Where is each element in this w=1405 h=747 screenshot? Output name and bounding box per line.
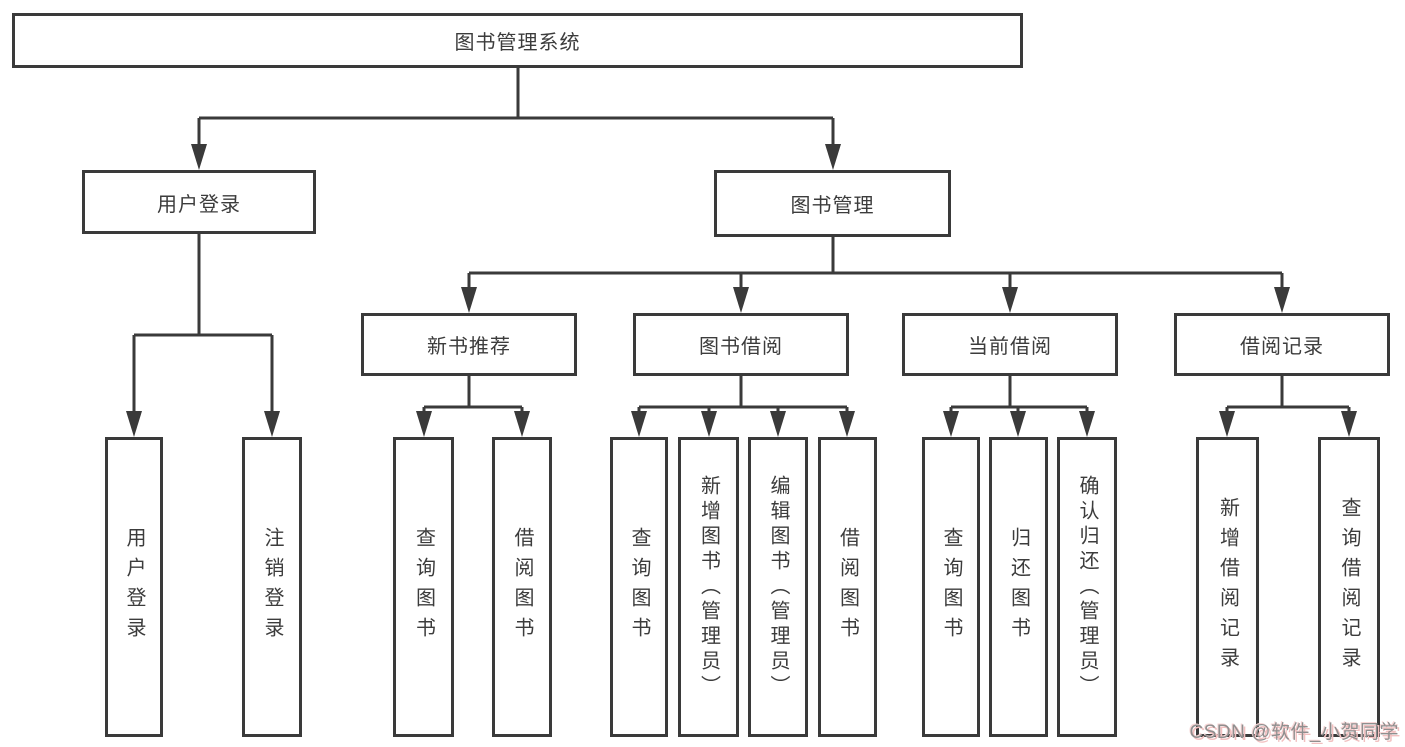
node-leaf-br-query-record: 查询借阅记录 (1318, 437, 1380, 737)
node-leaf-bb-add-books-admin-label: 新增图书（管理员） (697, 474, 720, 700)
node-user-login-label: 用户登录 (157, 193, 241, 216)
arrowheads (126, 144, 1357, 437)
node-leaf-bb-edit-books-admin-label: 编辑图书（管理员） (767, 474, 789, 700)
node-leaf-bb-edit-books-admin: 编辑图书（管理员） (748, 437, 808, 737)
node-leaf-user-login-label: 用户登录 (123, 527, 145, 647)
node-leaf-cb-return-books: 归还图书 (989, 437, 1048, 737)
node-leaf-cb-query-books: 查询图书 (922, 437, 980, 737)
node-new-book-recommend: 新书推荐 (361, 313, 577, 376)
node-leaf-user-login: 用户登录 (105, 437, 163, 737)
node-leaf-logout: 注销登录 (242, 437, 302, 737)
node-book-management-label: 图书管理 (790, 195, 875, 217)
node-leaf-nb-query-books: 查询图书 (393, 437, 454, 737)
node-leaf-cb-return-books-label: 归还图书 (1007, 527, 1030, 647)
node-book-borrowing-label: 图书借阅 (699, 336, 783, 358)
node-root-label: 图书管理系统 (454, 32, 581, 54)
node-leaf-nb-borrow-books: 借阅图书 (492, 437, 552, 737)
node-new-book-recommend-label: 新书推荐 (427, 336, 511, 358)
node-leaf-bb-query-books: 查询图书 (610, 437, 668, 737)
node-leaf-nb-borrow-books-label: 借阅图书 (511, 527, 533, 647)
node-leaf-cb-confirm-return-admin-label: 确认归还（管理员） (1076, 474, 1098, 700)
node-borrow-records: 借阅记录 (1174, 313, 1390, 376)
node-leaf-bb-add-books-admin: 新增图书（管理员） (678, 437, 739, 737)
node-root: 图书管理系统 (12, 13, 1023, 68)
connector-paths (132, 68, 1351, 413)
node-book-borrowing: 图书借阅 (633, 313, 849, 376)
node-leaf-br-query-record-label: 查询借阅记录 (1338, 497, 1360, 677)
node-leaf-cb-query-books-label: 查询图书 (940, 527, 962, 647)
node-borrow-records-label: 借阅记录 (1240, 336, 1324, 358)
node-current-borrowing-label: 当前借阅 (968, 336, 1052, 358)
node-leaf-cb-confirm-return-admin: 确认归还（管理员） (1057, 437, 1117, 737)
node-leaf-br-add-record: 新增借阅记录 (1196, 437, 1259, 737)
node-leaf-logout-label: 注销登录 (261, 527, 283, 647)
node-leaf-br-add-record-label: 新增借阅记录 (1216, 497, 1239, 677)
node-leaf-bb-query-books-label: 查询图书 (628, 527, 650, 647)
node-user-login: 用户登录 (82, 170, 316, 234)
node-leaf-bb-borrow-books-label: 借阅图书 (836, 527, 859, 647)
node-leaf-bb-borrow-books: 借阅图书 (818, 437, 877, 737)
node-current-borrowing: 当前借阅 (902, 313, 1118, 376)
node-leaf-nb-query-books-label: 查询图书 (412, 527, 435, 647)
csdn-watermark: CSDN @软件_小贺同学 (1189, 722, 1399, 743)
node-book-management: 图书管理 (714, 170, 951, 237)
